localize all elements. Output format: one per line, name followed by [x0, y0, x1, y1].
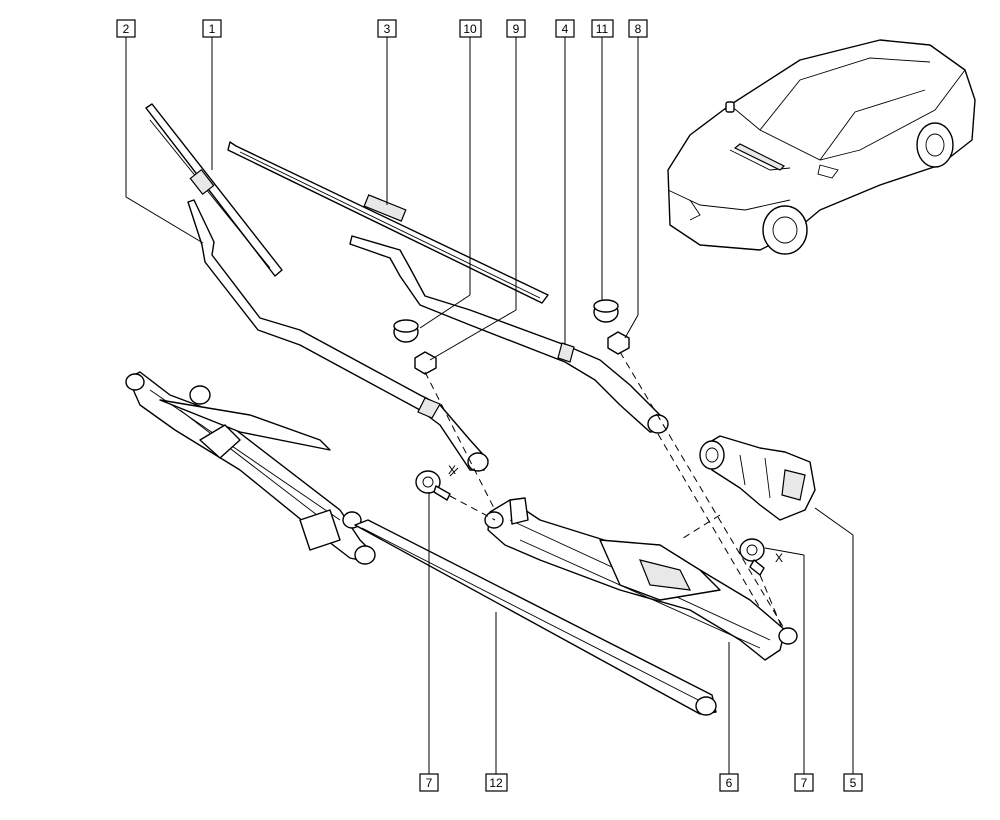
wiper-motor	[679, 435, 816, 541]
callout-label: 7	[801, 776, 808, 790]
car-illustration	[667, 39, 976, 255]
wiper-arm-left	[187, 199, 489, 472]
wiper-blade-right	[227, 141, 549, 304]
wiper-arm-right	[349, 235, 669, 434]
callout-label: 11	[596, 22, 609, 36]
callout-label: 4	[562, 22, 569, 36]
callout-label: 1	[209, 22, 216, 36]
x-mark-right: X	[775, 551, 783, 565]
callout-5: 5	[843, 773, 863, 792]
linkage-right	[484, 497, 798, 661]
callout-label: 2	[123, 22, 130, 36]
linkage-left	[125, 371, 376, 565]
callout-9: 9	[506, 19, 526, 38]
callout-7-right: 7	[794, 773, 814, 792]
callout-label: 3	[384, 22, 391, 36]
callout-3: 3	[377, 19, 397, 38]
leader-lines	[125, 37, 854, 774]
callout-12: 12	[485, 773, 508, 792]
link-rod	[354, 519, 717, 716]
callout-label: 12	[489, 776, 503, 790]
callout-2: 2	[116, 19, 136, 38]
callout-4: 4	[555, 19, 575, 38]
callout-6: 6	[719, 773, 739, 792]
callout-label: 8	[635, 22, 642, 36]
callout-label: 6	[726, 776, 733, 790]
callout-label: 7	[426, 776, 433, 790]
callout-label: 9	[513, 22, 520, 36]
wiper-blade-left	[145, 103, 283, 277]
callout-label: 10	[463, 22, 477, 36]
callout-10: 10	[459, 19, 482, 38]
callout-11: 11	[591, 19, 614, 38]
x-mark-left: X	[448, 463, 456, 477]
caps-and-nuts	[393, 299, 786, 631]
callout-label: 5	[850, 776, 857, 790]
callout-7-left: 7	[419, 773, 439, 792]
callout-1: 1	[202, 19, 222, 38]
mounting-bolts: X X	[415, 463, 783, 629]
callout-8: 8	[628, 19, 648, 38]
